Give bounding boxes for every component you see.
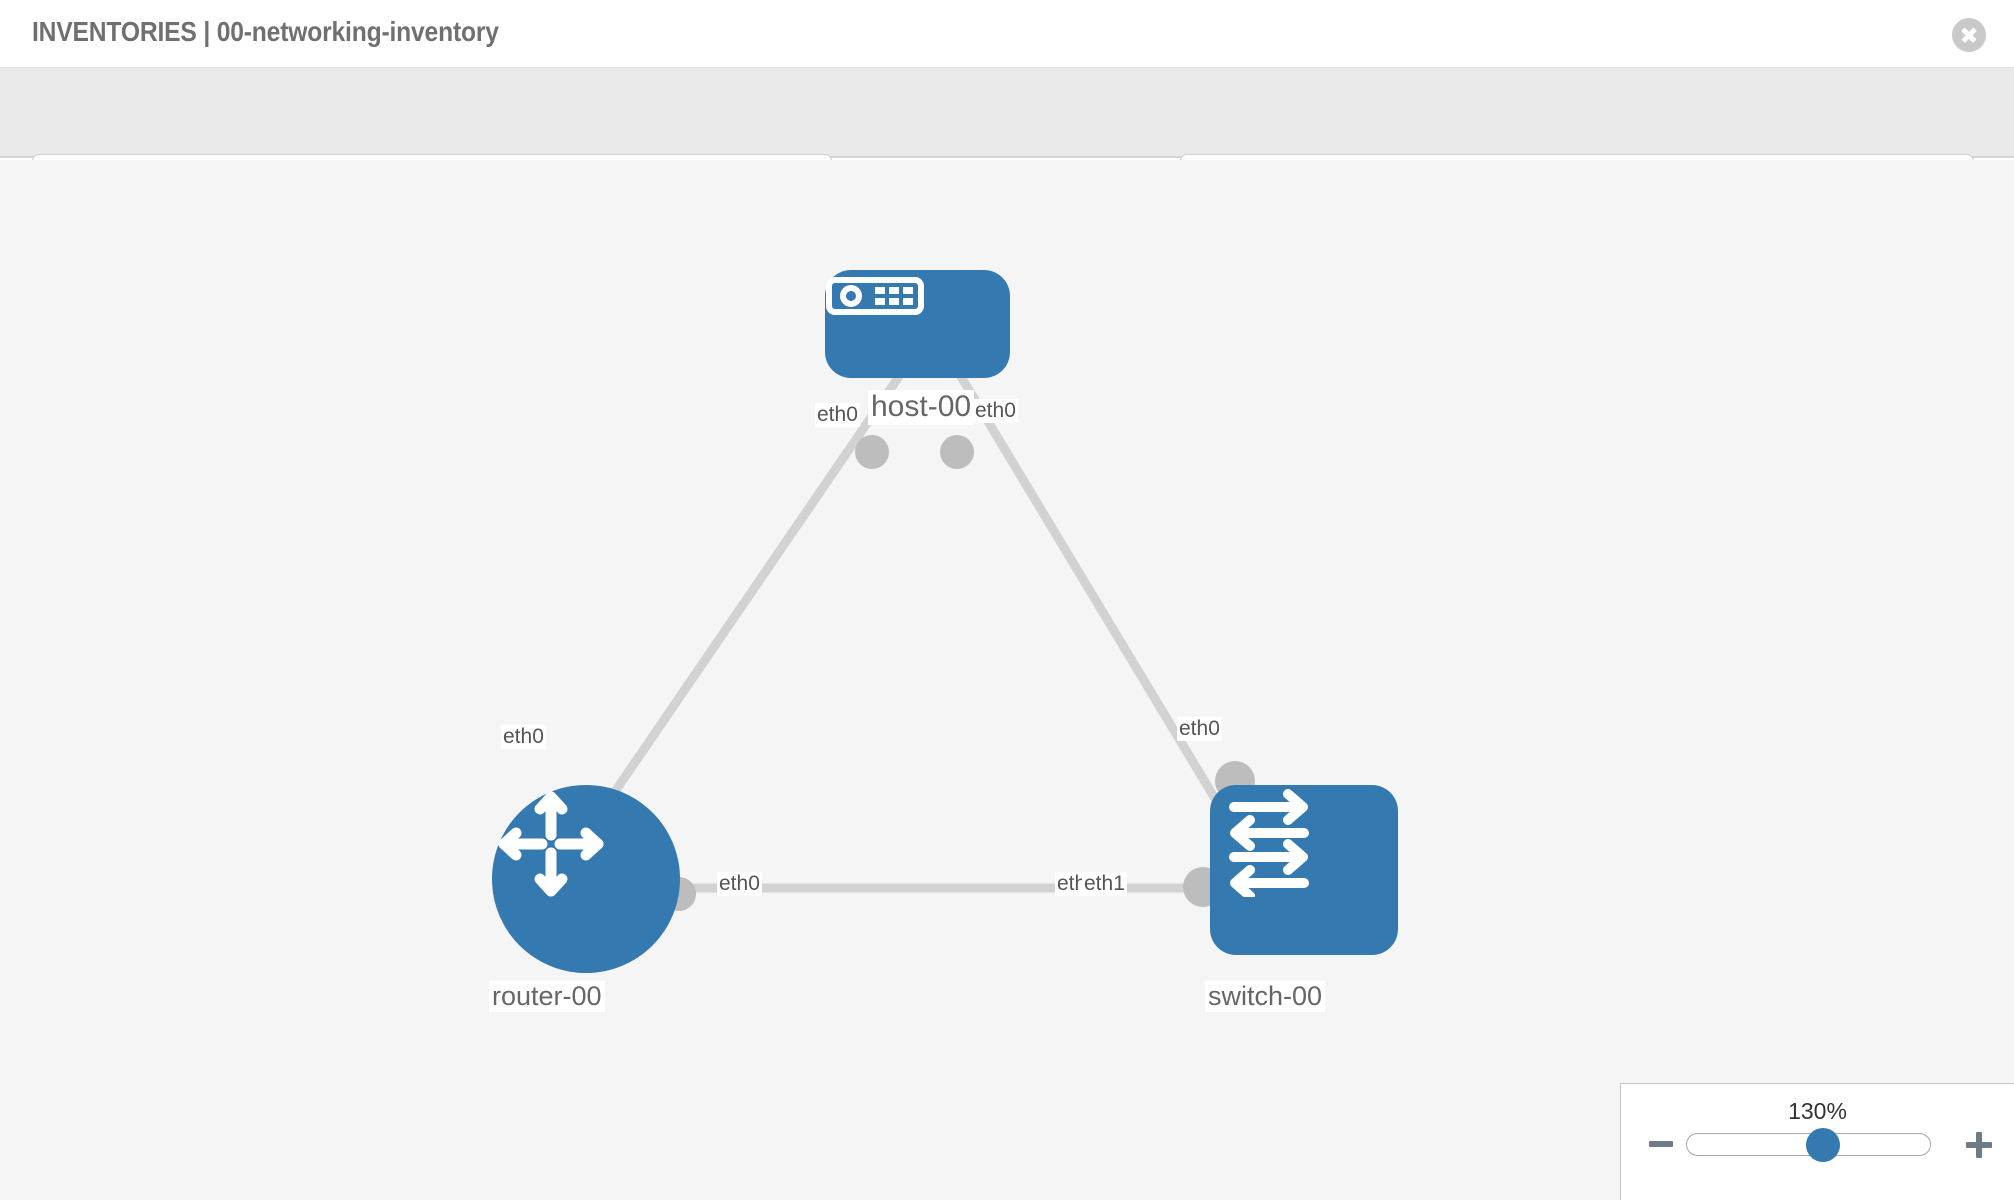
node-switch-00[interactable]: switch-00 eth0 eth eth1: [1055, 717, 1440, 1015]
link-host00-switch00: [956, 372, 1244, 843]
iface-label-router-eth0-up: eth0: [501, 725, 546, 750]
host-node-shape[interactable]: [825, 270, 1010, 378]
switch-node-shape[interactable]: [1210, 785, 1398, 955]
node-host-00[interactable]: host-00 eth0 eth0: [815, 270, 1018, 510]
link-router00-host00: [571, 372, 904, 853]
zoom-slider-track[interactable]: [1686, 1127, 1931, 1162]
server-icon: [826, 277, 924, 315]
switch-icon: [1229, 789, 1309, 897]
node-label-switch-00: switch-00: [1205, 981, 1326, 1013]
router-node-shape[interactable]: [492, 785, 680, 973]
toolbar: ACTIONS SEARCH: [0, 68, 2014, 208]
zoom-slider-thumb[interactable]: [1806, 1127, 1841, 1162]
iface-label-switch-eth0-up: eth0: [1177, 717, 1222, 742]
node-label-router-00: router-00: [489, 981, 605, 1013]
page-header: INVENTORIES | 00-networking-inventory: [0, 0, 2014, 68]
iface-label-switch-eth1-left: eth1: [1082, 872, 1127, 897]
iface-label-router-eth0-right: eth0: [717, 872, 762, 897]
page-title: INVENTORIES | 00-networking-inventory: [32, 16, 499, 47]
node-connector: [855, 435, 889, 469]
node-label-host-00: host-00: [868, 390, 975, 425]
iface-label-host-eth0-left: eth0: [815, 403, 860, 428]
node-router-00[interactable]: router-00 eth0 eth0: [489, 725, 762, 1015]
zoom-in-button[interactable]: [1966, 1132, 1992, 1158]
router-icon: [498, 791, 604, 897]
close-icon[interactable]: [1952, 18, 1986, 52]
topology-canvas[interactable]: host-00 eth0 eth0 router-00 eth0 e: [0, 160, 2014, 1200]
iface-label-host-eth0-right: eth0: [973, 399, 1018, 424]
zoom-level-value: 130%: [1788, 1098, 1847, 1124]
zoom-control-panel: 130%: [1620, 1083, 2014, 1200]
zoom-out-button[interactable]: [1649, 1132, 1673, 1156]
node-connector: [940, 435, 974, 469]
